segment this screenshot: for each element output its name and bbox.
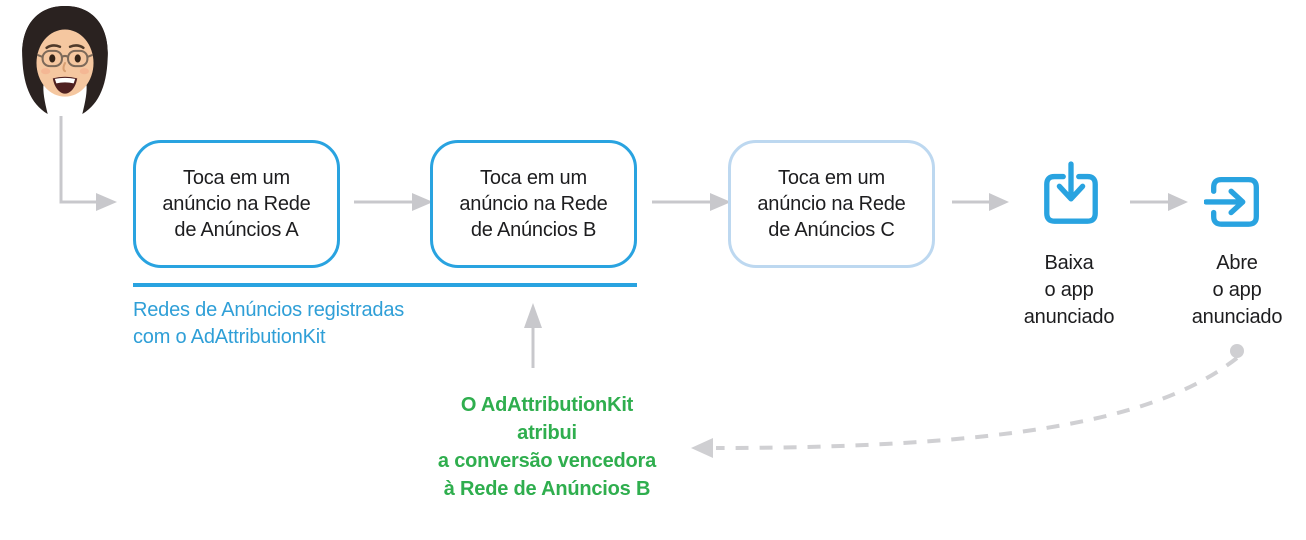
flow-box-network-b: Toca em um anúncio na Rede de Anúncios B <box>430 140 637 268</box>
memoji-woman-avatar <box>14 4 116 116</box>
flow-arrow-icon <box>1130 193 1188 211</box>
flow-box-network-c-label: Toca em um anúncio na Rede de Anúncios C <box>757 167 906 241</box>
open-app-label: Abre o app anunciado <box>1191 252 1283 328</box>
up-arrow-icon <box>524 303 542 368</box>
flow-box-network-a: Toca em um anúncio na Rede de Anúncios A <box>133 140 340 268</box>
flow-arrow-icon <box>952 193 1009 211</box>
memoji-avatar-graphic <box>22 6 108 114</box>
flow-arrow-icon <box>354 193 433 211</box>
flow-arrow-icon <box>652 193 731 211</box>
attribution-note: O AdAttributionKit atribui a conversão v… <box>437 394 657 500</box>
flow-box-network-c: Toca em um anúncio na Rede de Anúncios C <box>728 140 935 268</box>
download-app-label: Baixa o app anunciado <box>1023 252 1115 328</box>
download-app-icon <box>1040 160 1102 230</box>
open-app-icon <box>1203 168 1266 230</box>
dashed-attribution-arrow <box>691 344 1244 458</box>
elbow-arrow-icon <box>59 116 117 211</box>
registered-networks-caption: Redes de Anúncios registradas com o AdAt… <box>133 299 405 348</box>
flow-box-network-b-label: Toca em um anúncio na Rede de Anúncios B <box>459 167 608 241</box>
flow-box-network-a-label: Toca em um anúncio na Rede de Anúncios A <box>162 167 311 241</box>
